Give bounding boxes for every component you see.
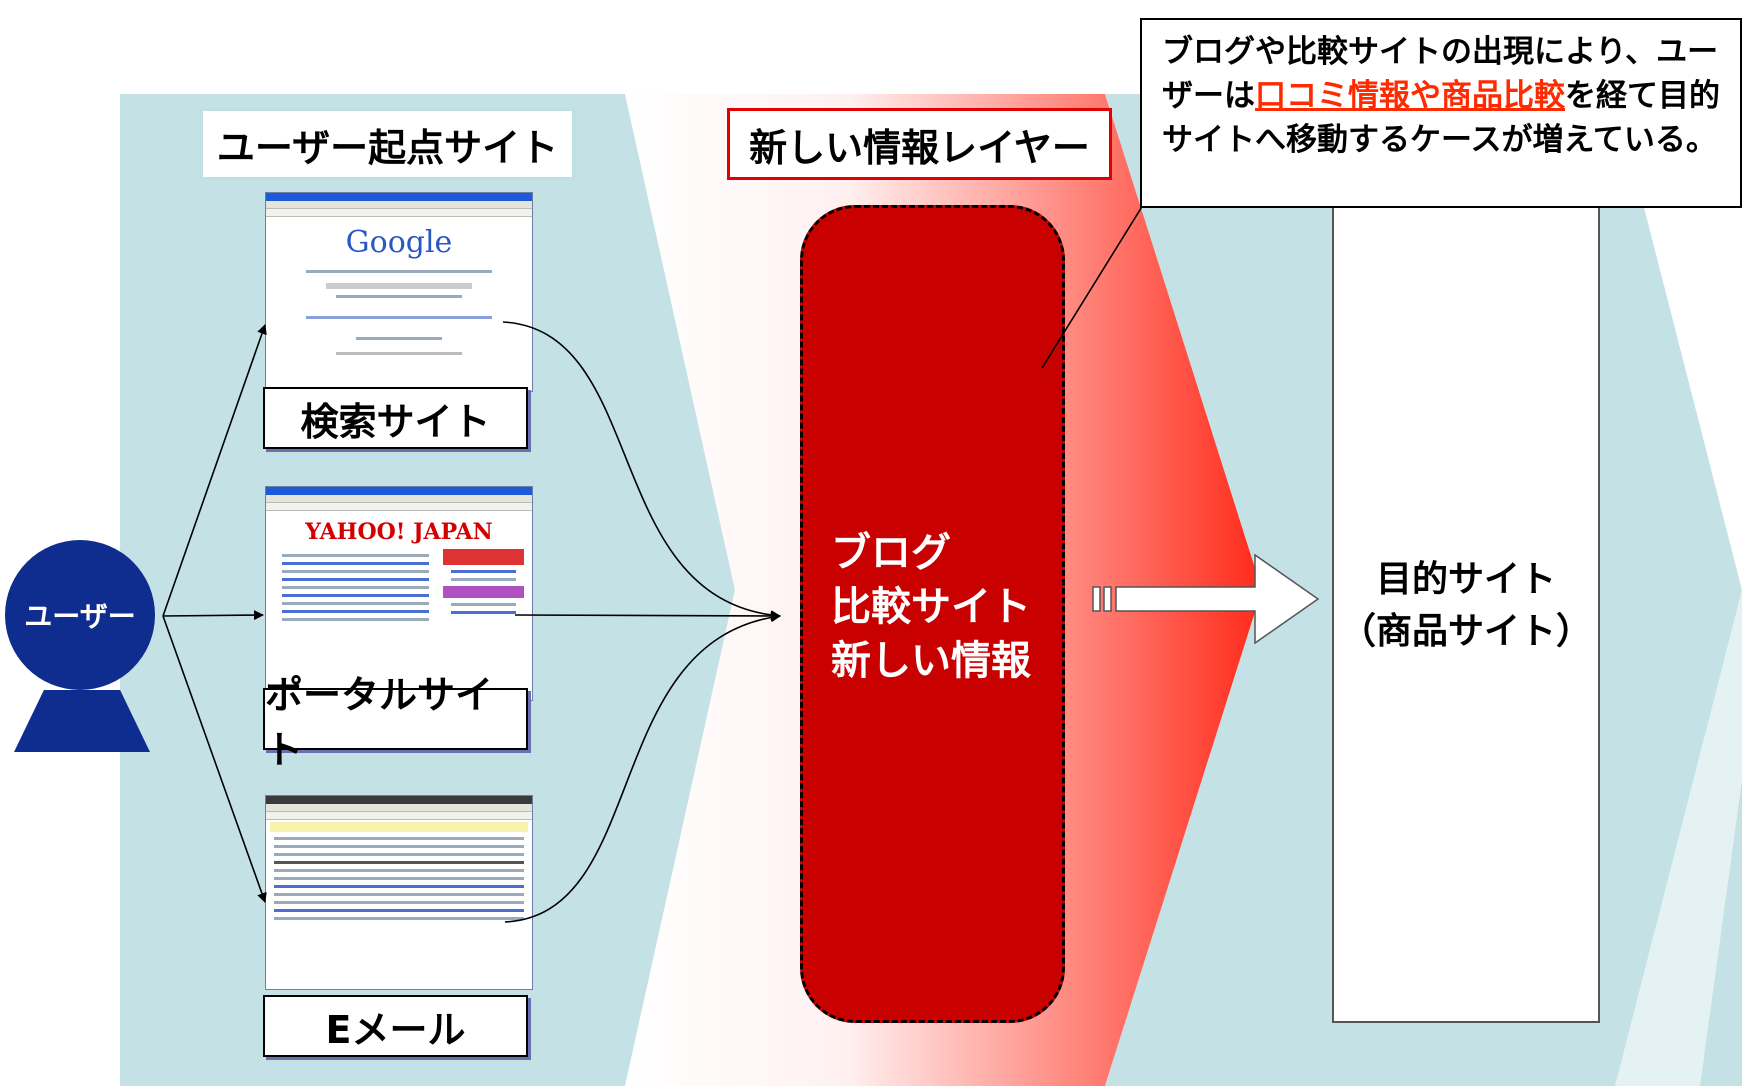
destination-box: 目的サイト （商品サイト） — [1332, 188, 1600, 1023]
note-highlight: 口コミ情報や商品比較 — [1255, 78, 1565, 114]
header-user-origin: ユーザー起点サイト — [200, 108, 575, 180]
google-logo: Google — [345, 225, 453, 260]
portal-site-label: ポータルサイト — [265, 673, 494, 772]
right-chevron — [1615, 94, 1742, 1086]
center-line-compare: 比較サイト — [831, 584, 1031, 630]
user-label: ユーザー — [24, 600, 136, 633]
yahoo-logo: YAHOO! JAPAN — [305, 519, 493, 545]
user-avatar-head: ユーザー — [5, 540, 155, 690]
email-label: Eメール — [325, 1007, 466, 1052]
header-new-layer: 新しい情報レイヤー — [727, 108, 1112, 180]
email-screenshot — [265, 795, 533, 990]
destination-line-2: （商品サイト） — [1339, 610, 1592, 652]
center-line-newinfo: 新しい情報 — [831, 638, 1031, 684]
header-new-layer-label: 新しい情報レイヤー — [749, 125, 1090, 170]
portal-site-screenshot: YAHOO! JAPAN — [265, 486, 533, 701]
header-user-origin-label: ユーザー起点サイト — [216, 125, 559, 170]
destination-line-1: 目的サイト — [1375, 558, 1556, 600]
search-site-screenshot: Google — [265, 192, 533, 392]
search-site-label: 検索サイト — [300, 399, 491, 444]
new-info-layer-box: ブログ 比較サイト 新しい情報 — [800, 205, 1065, 1023]
note-text-part2: を経て目的サイトへ移動するケースが増えている。 — [1162, 78, 1720, 158]
note-text-part1: ブログや比較サイトの出現により、ユーザーは — [1162, 34, 1719, 114]
search-site-label-box: 検索サイト — [263, 387, 528, 449]
portal-site-label-box: ポータルサイト — [263, 673, 528, 772]
callout-note: ブログや比較サイトの出現により、ユーザーは口コミ情報や商品比較を経て目的サイトへ… — [1140, 18, 1742, 208]
center-line-blog: ブログ — [831, 530, 951, 576]
email-label-box: Eメール — [263, 995, 528, 1057]
